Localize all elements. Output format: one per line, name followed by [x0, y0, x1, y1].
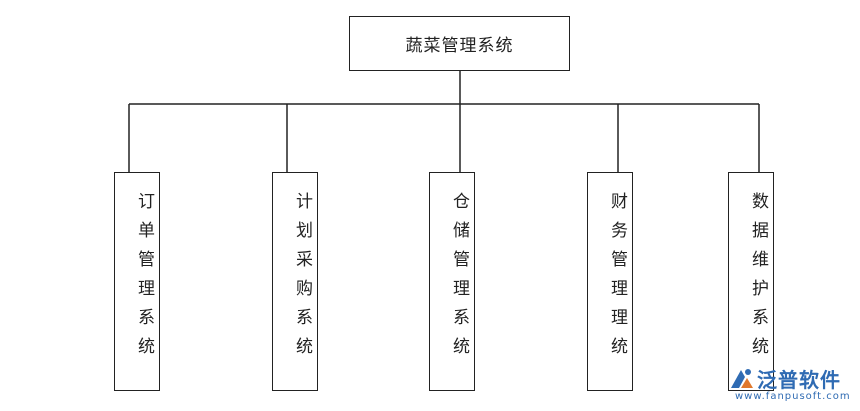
child-node-label: 仓储管理系统: [449, 192, 469, 366]
child-node-label: 计划采购系统: [292, 192, 312, 366]
root-node: 蔬菜管理系统: [349, 16, 570, 71]
watermark-brand-name: 泛普软件: [757, 368, 841, 392]
child-node-data-maintenance: 数据维护系统: [728, 172, 774, 391]
child-node-label: 数据维护系统: [748, 192, 768, 366]
root-node-label: 蔬菜管理系统: [405, 36, 514, 56]
child-node-warehouse-management: 仓储管理系统: [429, 172, 475, 391]
child-node-order-management: 订单管理系统: [114, 172, 160, 391]
watermark: 泛普软件 www.fanpusoft.com: [727, 364, 855, 408]
fanpu-logo-icon: [731, 369, 753, 388]
child-node-label: 订单管理系统: [134, 192, 154, 366]
child-node-label: 财务管理理统: [607, 192, 627, 366]
child-node-planned-purchasing: 计划采购系统: [272, 172, 318, 391]
watermark-url: www.fanpusoft.com: [735, 391, 851, 402]
child-node-finance-management: 财务管理理统: [587, 172, 633, 391]
